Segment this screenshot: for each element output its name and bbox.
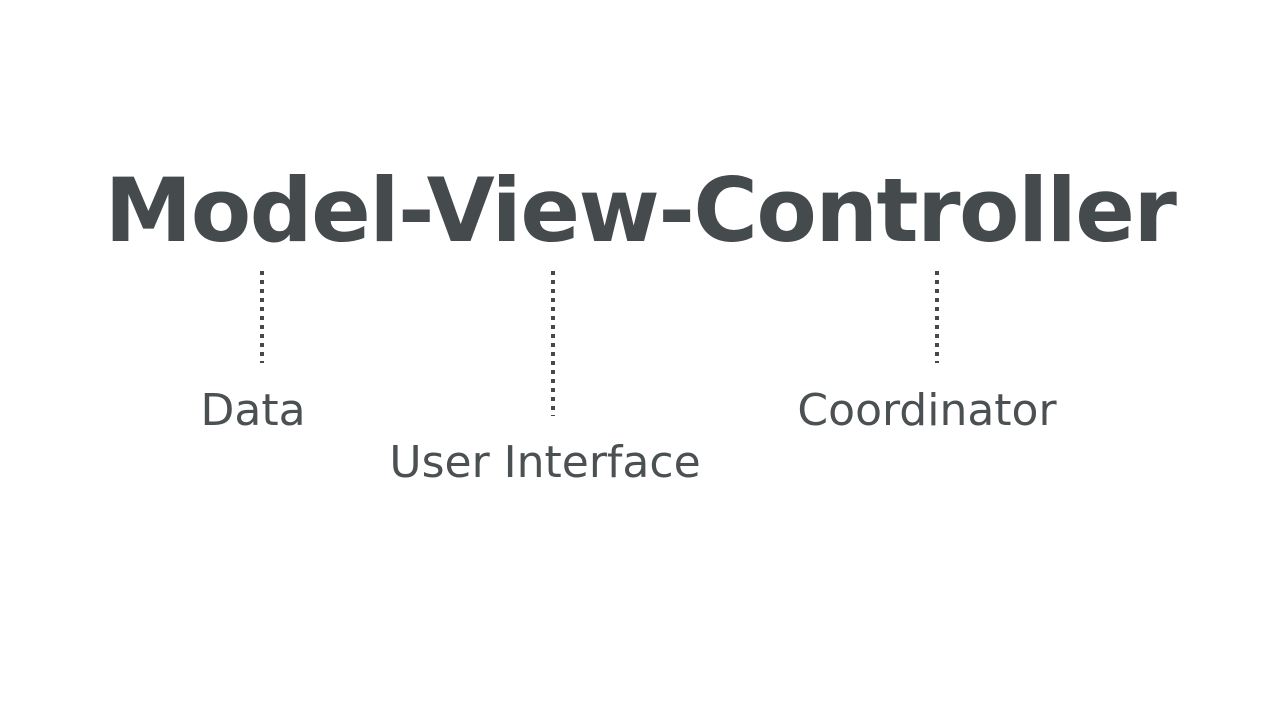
leader-line-coordinator bbox=[935, 271, 939, 363]
leader-line-data bbox=[260, 271, 264, 363]
caption-model-data: Data bbox=[200, 385, 306, 436]
page-title: Model-View-Controller bbox=[104, 159, 1177, 262]
caption-view-user-interface: User Interface bbox=[389, 437, 701, 488]
leader-line-user-interface bbox=[551, 271, 555, 416]
caption-controller-coordinator: Coordinator bbox=[797, 385, 1057, 436]
